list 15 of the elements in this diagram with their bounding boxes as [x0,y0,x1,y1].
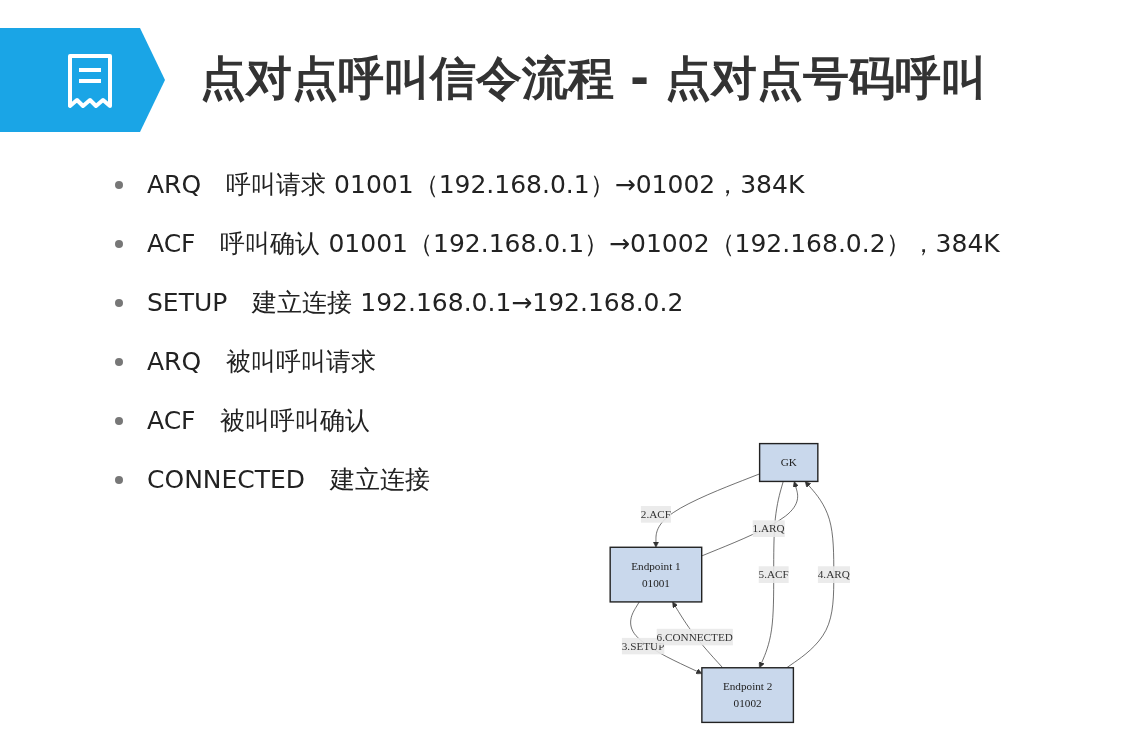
bullet-text: CONNECTED 建立连接 [147,464,431,496]
title: 点对点呼叫信令流程 - 点对点号码呼叫 [200,50,988,107]
bullet-text: ARQ 被叫呼叫请求 [147,346,377,378]
bullet-text: ARQ 呼叫请求 01001（192.168.0.1）→01002，384K [147,169,805,201]
edge-label: 5.ACF [758,568,789,581]
edge-label: 6.CONNECTED [656,630,733,643]
node-box: GK [758,442,819,483]
edge-label: 1.ARQ [752,522,785,535]
bullet-text: ACF 呼叫确认 01001（192.168.0.1）→01002（192.168.0.2），384K [147,228,1000,260]
bullet-text: SETUP 建立连接 192.168.0.1→192.168.0.2 [147,287,684,319]
edge-label: 2.ACF [640,508,672,520]
node-box: Endpoint 2 01002 [701,667,795,724]
node-box: Endpoint 1 01001 [609,546,703,603]
bullet-text: ACF 被叫呼叫确认 [147,405,371,437]
edge-label: 4.ARQ [817,568,850,581]
